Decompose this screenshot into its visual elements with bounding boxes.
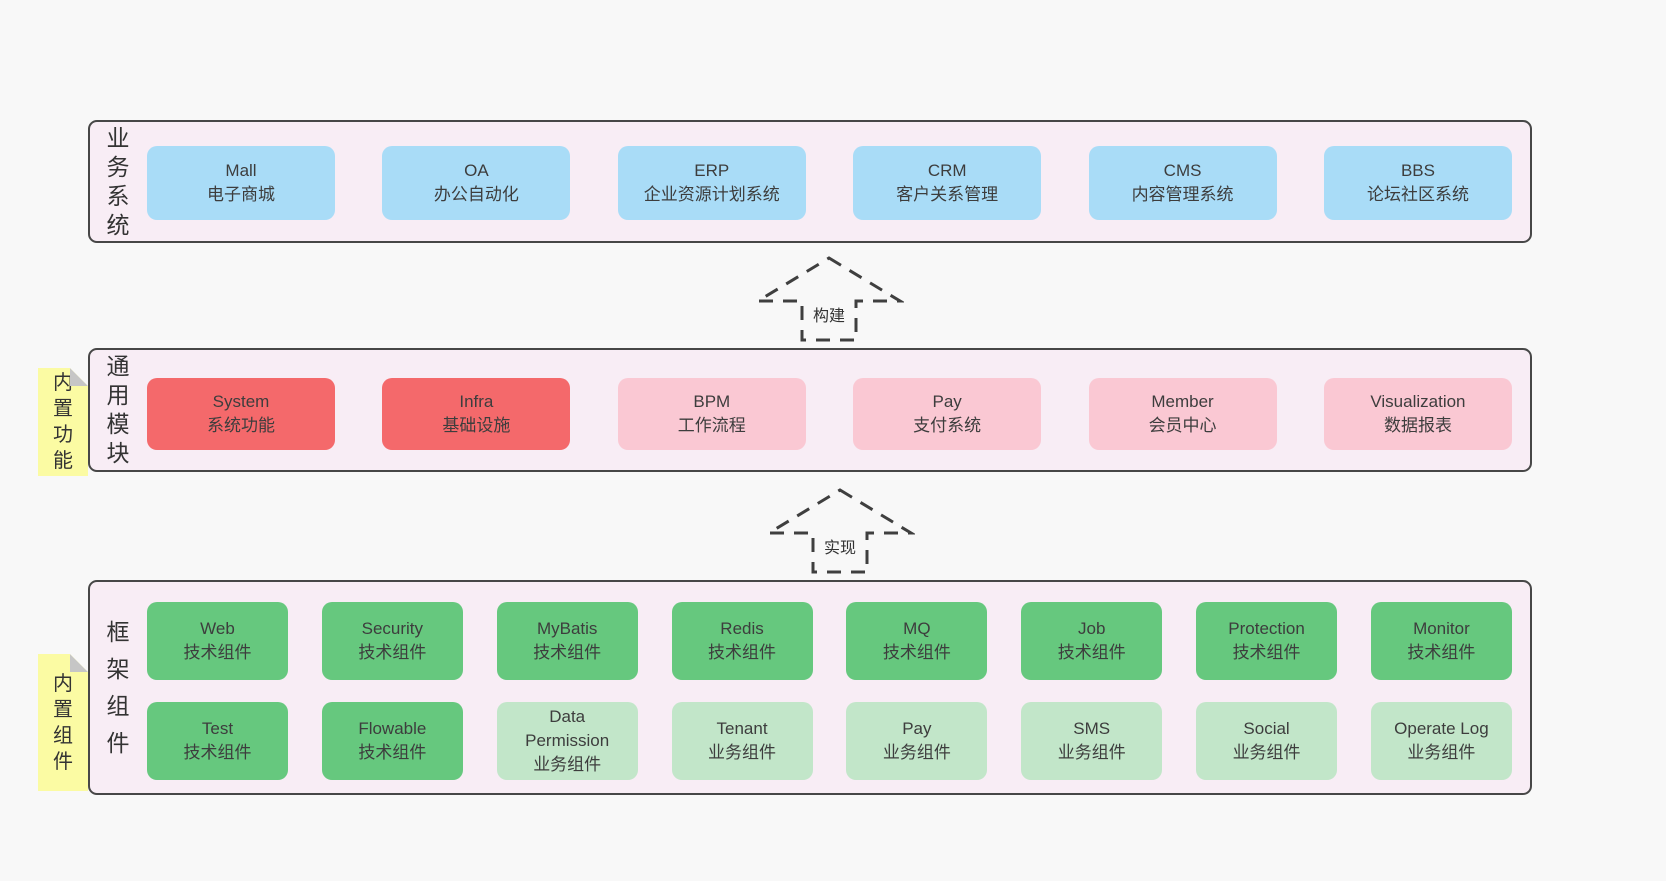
box-redis: Redis 技术组件 — [671, 602, 813, 680]
business-systems-row: Mall 电子商城 OA 办公自动化 ERP 企业资源计划系统 CRM 客户关系… — [147, 146, 1512, 220]
built-in-components-note: 内置组件 — [38, 654, 88, 791]
framework-components-label: 框架组件 — [106, 618, 130, 756]
box-oa: OA 办公自动化 — [382, 146, 571, 220]
up-block-arrow-icon — [765, 488, 915, 574]
box-web: Web 技术组件 — [147, 602, 288, 680]
box-bpm: BPM 工作流程 — [617, 378, 806, 450]
box-security: Security 技术组件 — [321, 602, 463, 680]
box-mall: Mall 电子商城 — [147, 146, 335, 220]
box-pay-component: Pay 业务组件 — [846, 702, 988, 780]
box-data-permission: Data Permission 业务组件 — [496, 702, 638, 780]
framework-components-layer: 框架组件 Web 技术组件 Security 技术组件 MyBatis 技术组件… — [88, 580, 1532, 795]
build-arrow: 构建 — [754, 255, 904, 343]
common-modules-layer: 通用模块 System 系统功能 Infra 基础设施 BPM 工作流程 Pay… — [88, 348, 1532, 472]
framework-components-row-2: Test 技术组件 Flowable 技术组件 Data Permission … — [147, 702, 1512, 780]
implement-arrow: 实现 — [765, 487, 915, 575]
box-system: System 系统功能 — [147, 378, 335, 450]
box-sms: SMS 业务组件 — [1021, 702, 1163, 780]
framework-components-row-1: Web 技术组件 Security 技术组件 MyBatis 技术组件 Redi… — [147, 602, 1512, 680]
build-arrow-label: 构建 — [807, 301, 851, 327]
common-modules-row: System 系统功能 Infra 基础设施 BPM 工作流程 Pay 支付系统… — [147, 378, 1512, 450]
box-protection: Protection 技术组件 — [1196, 602, 1338, 680]
box-social: Social 业务组件 — [1196, 702, 1338, 780]
box-pay-module: Pay 支付系统 — [853, 378, 1042, 450]
box-mybatis: MyBatis 技术组件 — [496, 602, 638, 680]
box-job: Job 技术组件 — [1021, 602, 1163, 680]
box-member: Member 会员中心 — [1088, 378, 1277, 450]
business-systems-layer: 业务系统 Mall 电子商城 OA 办公自动化 ERP 企业资源计划系统 CRM… — [88, 120, 1532, 243]
box-cms: CMS 内容管理系统 — [1088, 146, 1277, 220]
box-visualization: Visualization 数据报表 — [1323, 378, 1512, 450]
box-bbs: BBS 论坛社区系统 — [1323, 146, 1512, 220]
box-mq: MQ 技术组件 — [846, 602, 988, 680]
implement-arrow-label: 实现 — [818, 533, 862, 559]
box-infra: Infra 基础设施 — [382, 378, 571, 450]
box-test: Test 技术组件 — [147, 702, 288, 780]
business-systems-label: 业务系统 — [106, 124, 130, 238]
box-monitor: Monitor 技术组件 — [1370, 602, 1512, 680]
common-modules-label: 通用模块 — [106, 353, 130, 466]
built-in-features-note: 内置功能 — [38, 368, 88, 476]
up-block-arrow-icon — [754, 256, 904, 342]
box-tenant: Tenant 业务组件 — [671, 702, 813, 780]
box-flowable: Flowable 技术组件 — [321, 702, 463, 780]
box-erp: ERP 企业资源计划系统 — [617, 146, 806, 220]
box-operate-log: Operate Log 业务组件 — [1370, 702, 1512, 780]
box-crm: CRM 客户关系管理 — [853, 146, 1042, 220]
